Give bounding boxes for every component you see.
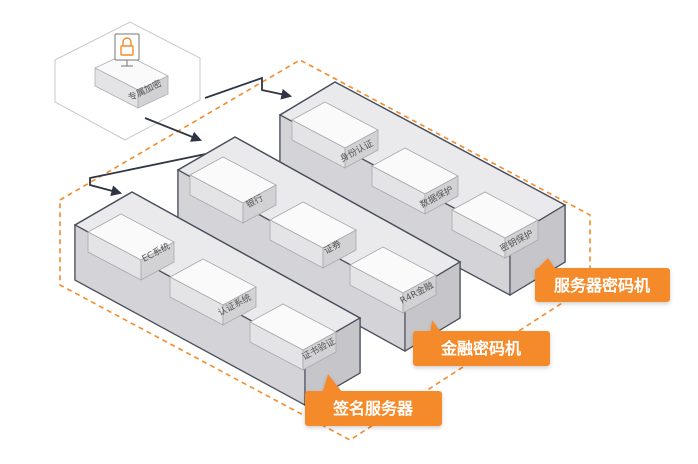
arrow-to-signing-server bbox=[89, 149, 226, 196]
box-signing-server-3: 证书验证 bbox=[249, 303, 337, 371]
callout-financial-hsm: 金融密码机 bbox=[413, 320, 550, 366]
top-device-panel: 专属加密 bbox=[54, 21, 201, 141]
box-financial-hsm-2: 证券 bbox=[269, 201, 357, 269]
arrow-to-financial-hsm bbox=[144, 117, 203, 142]
callout-financial-hsm-label: 金融密码机 bbox=[440, 339, 521, 358]
box-financial-hsm-1: 银行 bbox=[189, 156, 277, 224]
box-financial-hsm-3: R4R金融 bbox=[349, 246, 437, 314]
callout-signing-server-label: 签名服务器 bbox=[332, 399, 414, 418]
callout-server-hsm: 服务器密码机 bbox=[535, 258, 670, 302]
box-server-hsm-3: 密钥保护 bbox=[451, 191, 539, 259]
callout-server-hsm-label: 服务器密码机 bbox=[554, 276, 650, 295]
box-server-hsm-1: 身份认证 bbox=[291, 101, 379, 169]
arrow-to-server-hsm bbox=[204, 76, 293, 100]
box-signing-server-1: EC系统 bbox=[87, 213, 175, 281]
box-signing-server-2: 认证系统 bbox=[169, 258, 257, 326]
callout-signing-server: 签名服务器 bbox=[305, 374, 442, 426]
box-server-hsm-2: 数据保护 bbox=[371, 147, 459, 215]
lock-monitor-icon bbox=[114, 33, 140, 67]
